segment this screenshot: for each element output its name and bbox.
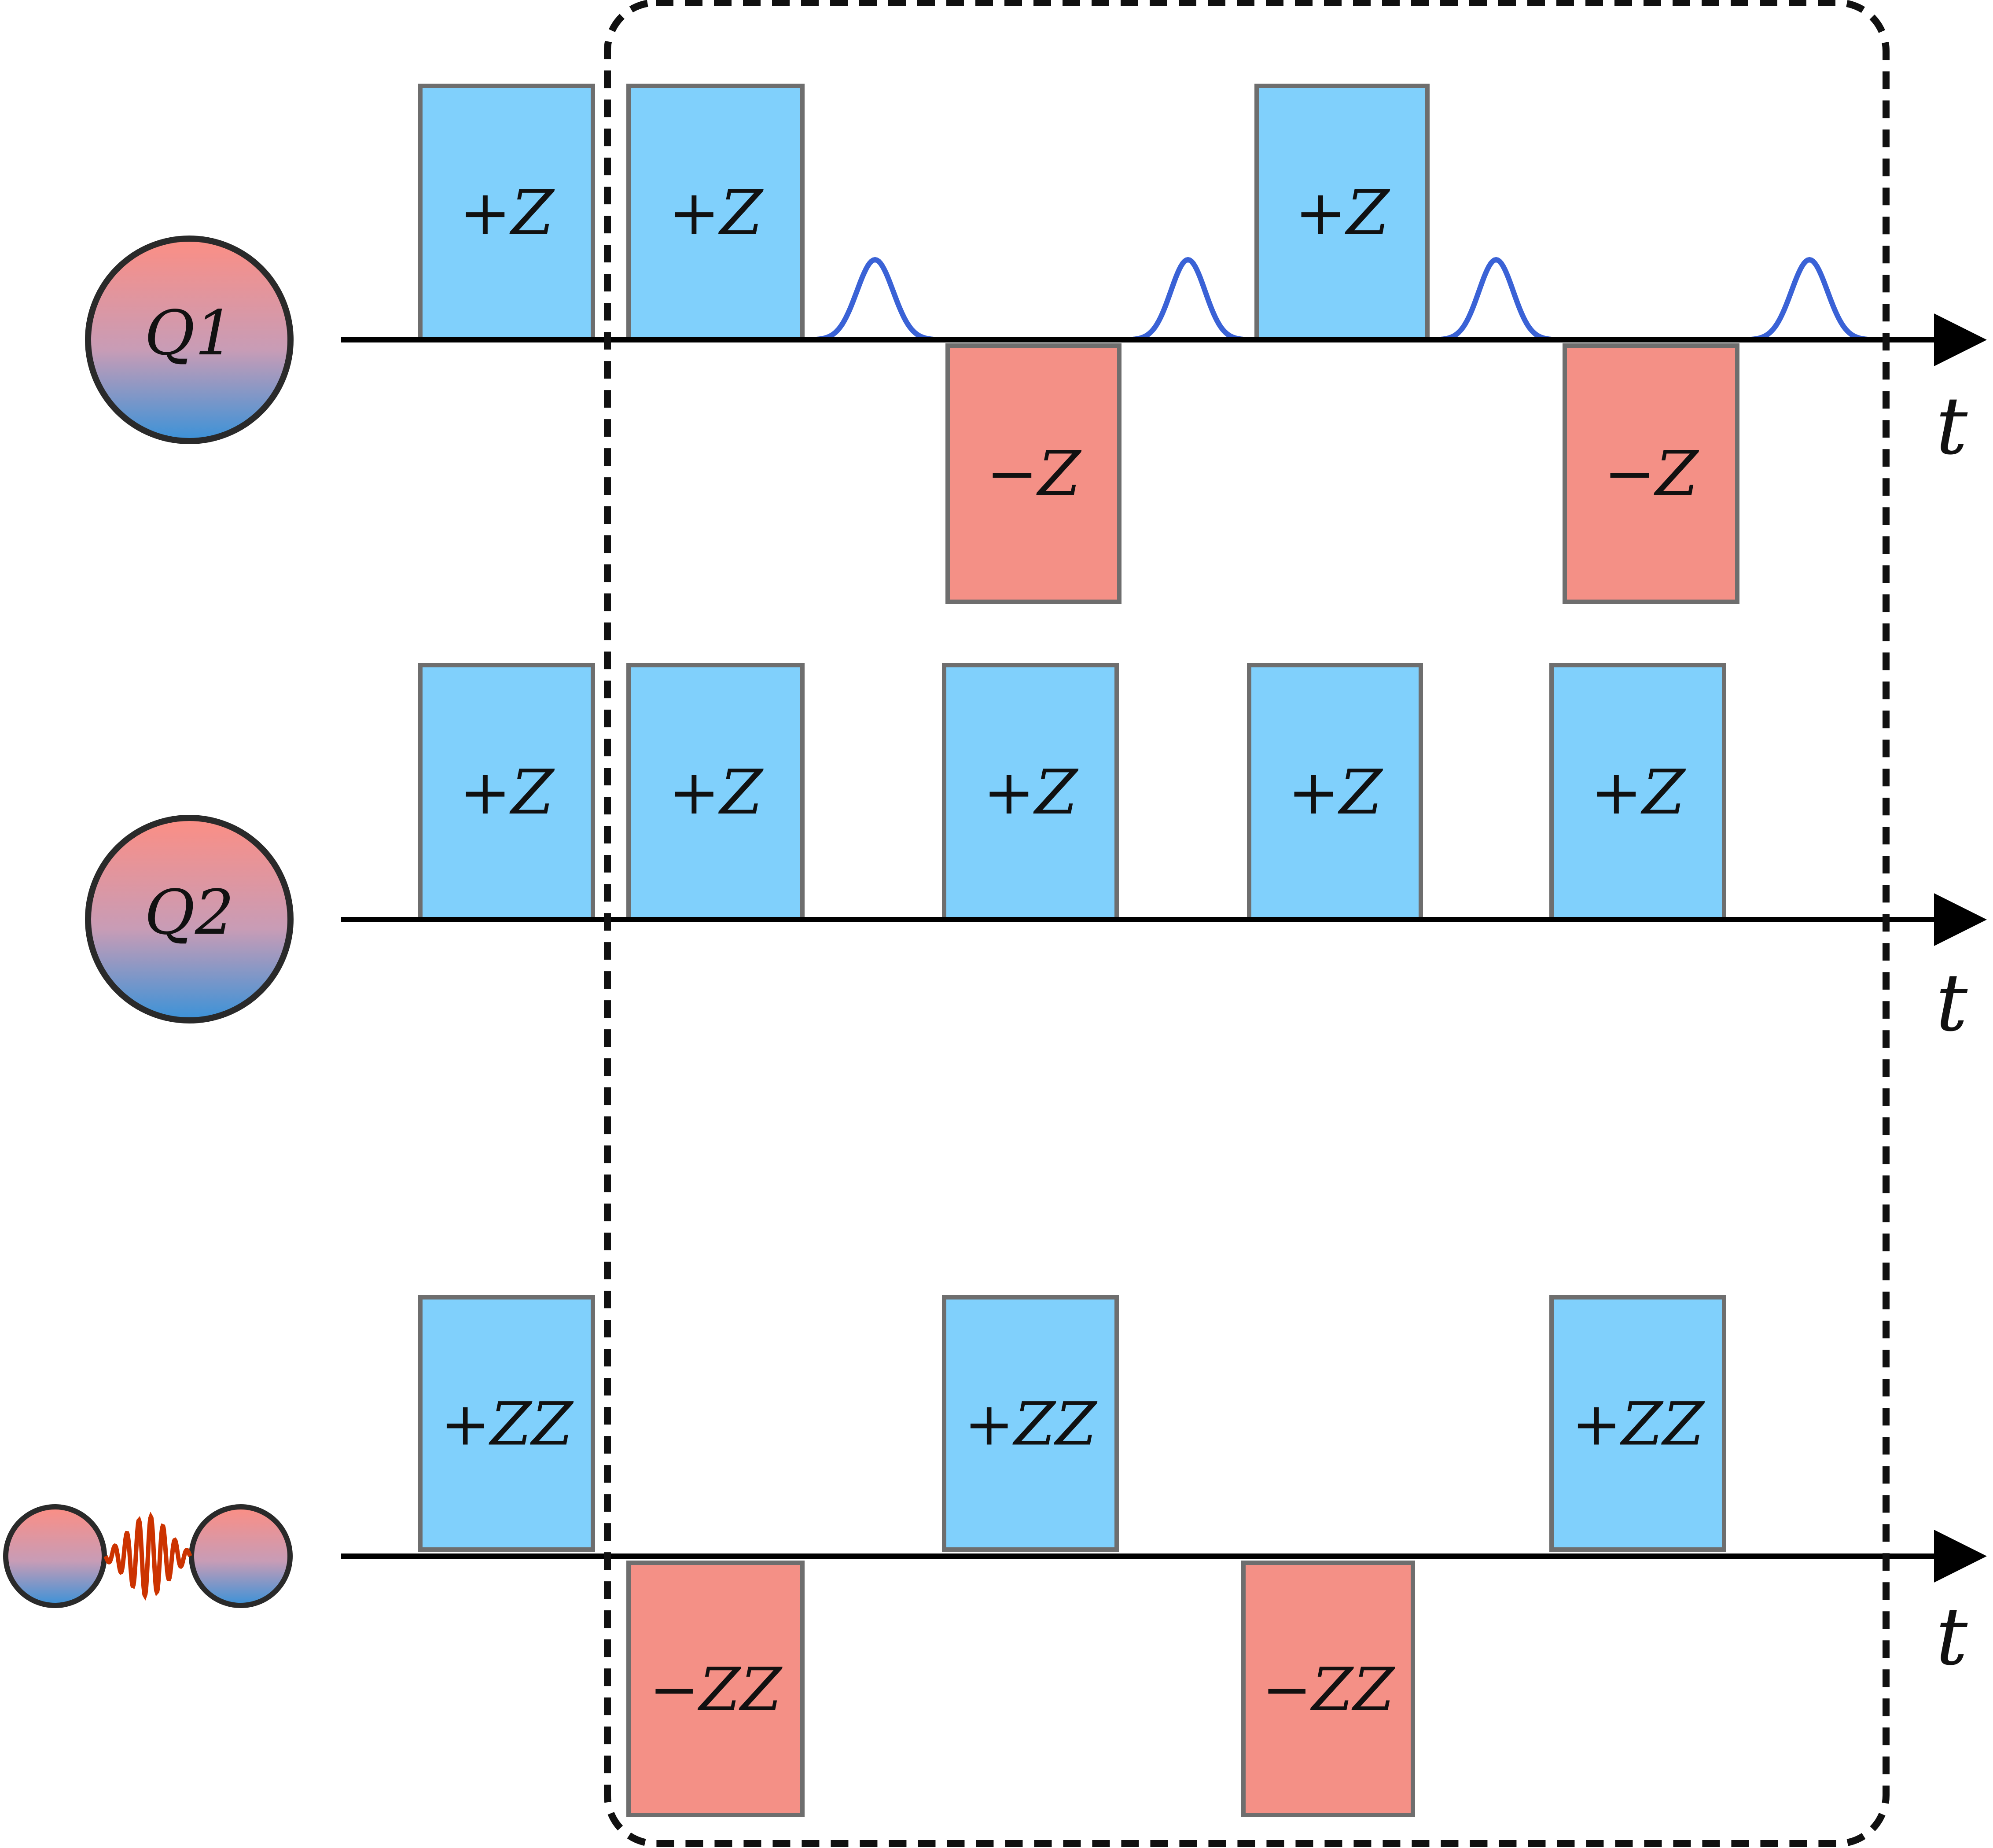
q2-pulse-4-label: +Z — [1288, 757, 1383, 828]
q1-pulse-4-positive — [1254, 84, 1430, 342]
time-axis-zz: t — [341, 1530, 1987, 1683]
repeat-block-box — [604, 0, 1890, 1847]
q1-pulse-3-label: −Z — [986, 438, 1082, 510]
q1-gaussian-drive-pulses — [802, 257, 1882, 342]
qubit-q2-label: Q2 — [144, 877, 234, 949]
q2-pulse-2-positive — [626, 663, 805, 922]
zz-pulse-2-negative — [626, 1561, 805, 1817]
q2-pulse-1-label: +Z — [460, 757, 555, 828]
qubit-q1: Q1 — [85, 236, 294, 444]
q1-pulse-5-label: −Z — [1604, 438, 1699, 510]
time-axis-q1: t — [341, 313, 1987, 472]
zz-pulse-4-label: −ZZ — [1262, 1655, 1395, 1724]
q1-pulse-row: +Z +Z −Z +Z −Z — [418, 84, 1739, 604]
q2-pulse-3-positive — [942, 663, 1119, 922]
coupler-wave — [103, 1511, 192, 1601]
time-axis-q2-label: t — [1936, 957, 1968, 1049]
q2-pulse-2-label: +Z — [668, 757, 764, 828]
zz-pulse-row: +ZZ −ZZ +ZZ −ZZ +ZZ — [418, 1295, 1726, 1817]
qubit-q2-circle — [85, 815, 294, 1023]
zz-pulse-1-label: +ZZ — [441, 1390, 574, 1459]
zz-pulse-2-label: −ZZ — [649, 1655, 783, 1724]
q1-pulse-3-negative — [945, 343, 1122, 604]
q2-pulse-5-positive — [1549, 663, 1726, 922]
zz-pulse-3-positive — [942, 1295, 1119, 1552]
q1-pulse-2-positive — [626, 84, 805, 342]
qubit-q1-circle — [85, 236, 294, 444]
zz-pulse-1-positive — [418, 1295, 595, 1552]
zz-pulse-5-label: +ZZ — [1572, 1390, 1705, 1459]
q1-pulse-4-label: +Z — [1295, 177, 1390, 249]
qubit-q1-label: Q1 — [144, 298, 234, 369]
zz-pulse-3-label: +ZZ — [964, 1390, 1098, 1459]
q2-pulse-1-positive — [418, 663, 595, 922]
zz-pulse-4-negative — [1241, 1561, 1415, 1817]
q2-pulse-3-label: +Z — [983, 757, 1079, 828]
time-axis-zz-label: t — [1936, 1591, 1968, 1683]
qubit-q2: Q2 — [85, 815, 294, 1023]
time-axis-q2: t — [341, 893, 1987, 1049]
coupled-qubits-icon — [3, 1504, 293, 1608]
q1-pulse-2-label: +Z — [668, 177, 764, 249]
q2-pulse-5-label: +Z — [1591, 757, 1686, 828]
time-axis-q1-label: t — [1936, 380, 1968, 472]
q2-pulse-row: +Z +Z +Z +Z +Z — [418, 663, 1726, 922]
zz-pulse-5-positive — [1549, 1295, 1726, 1552]
q1-pulse-5-negative — [1563, 343, 1739, 604]
q1-pulse-1-label: +Z — [460, 177, 555, 249]
